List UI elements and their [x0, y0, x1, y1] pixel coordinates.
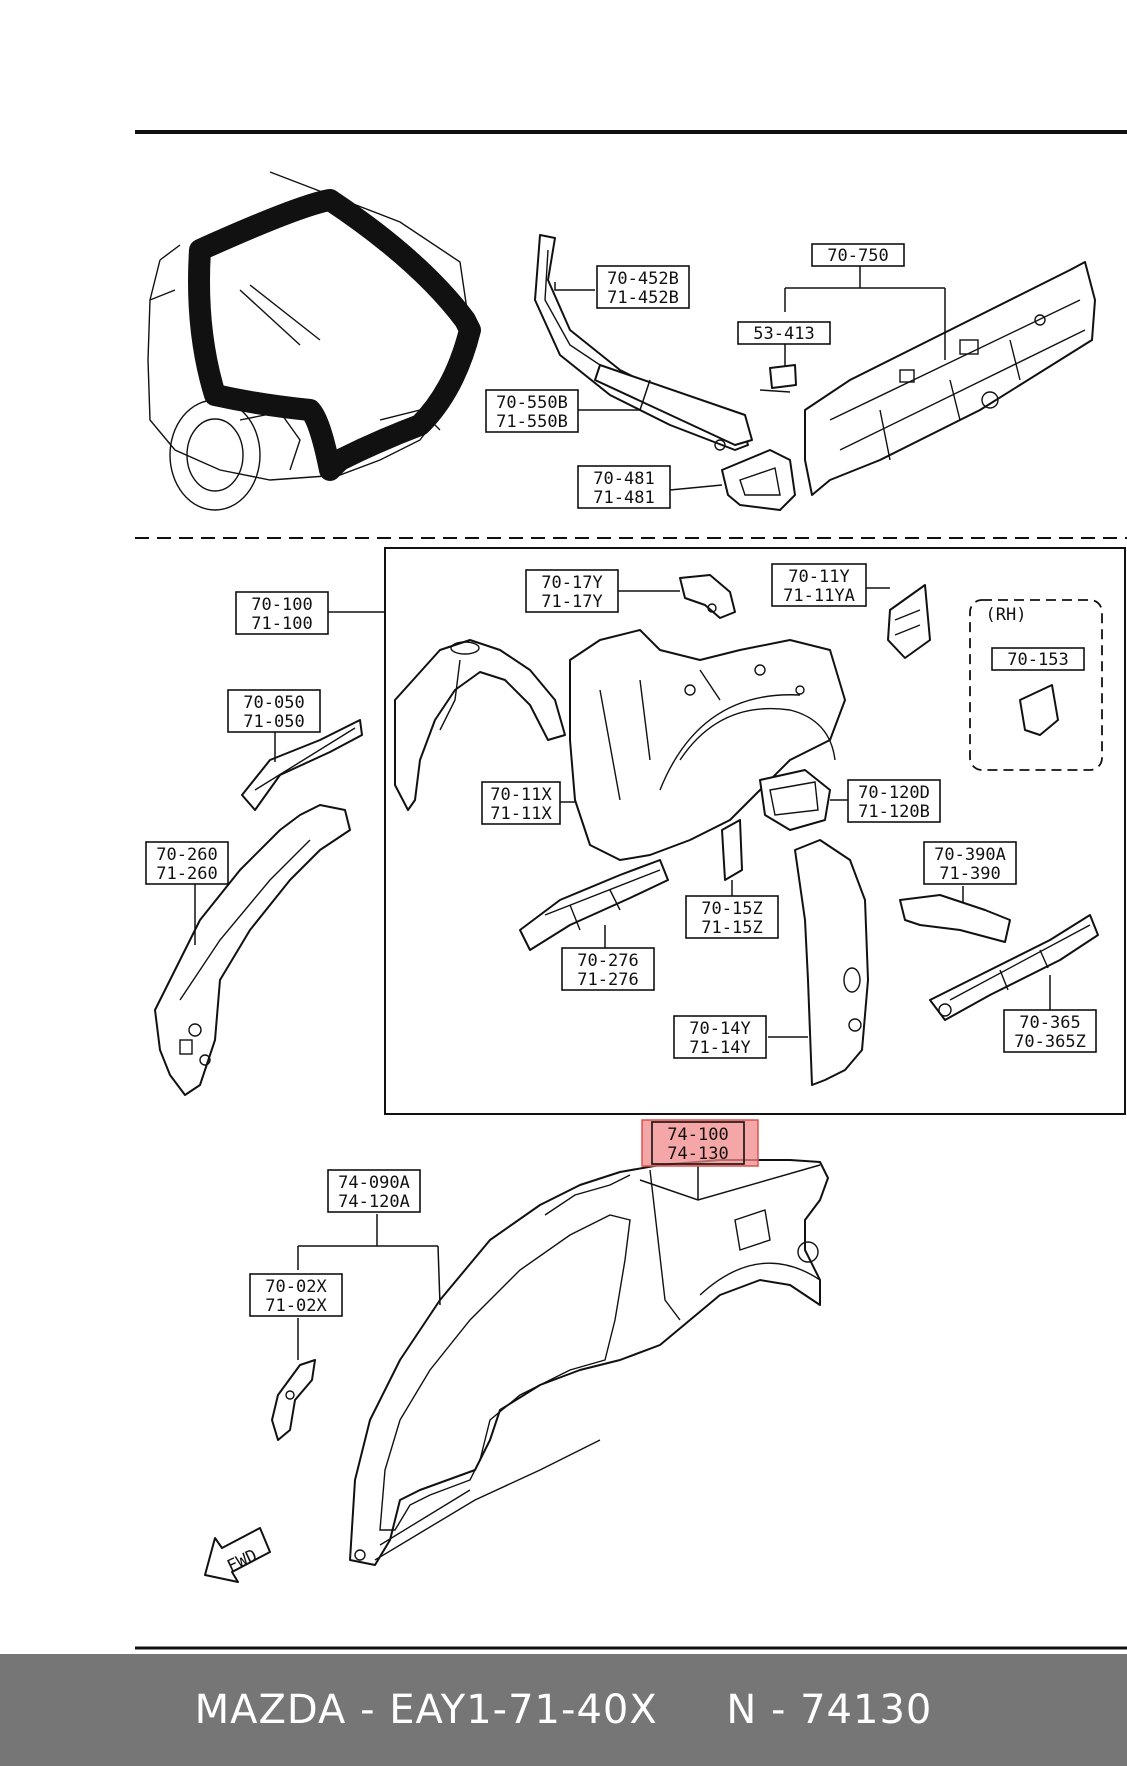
svg-text:71-15Z: 71-15Z — [701, 918, 762, 938]
part-bracket-481 — [721, 449, 796, 511]
label-70-260: 70-260 71-260 — [145, 841, 229, 885]
label-53-413: 53-413 — [737, 321, 831, 345]
label-70-02X: 70-02X 71-02X — [249, 1273, 343, 1317]
svg-text:71-11X: 71-11X — [490, 804, 552, 824]
svg-text:70-365: 70-365 — [1019, 1013, 1080, 1033]
label-70-14Y: 70-14Y 71-14Y — [673, 1015, 767, 1059]
svg-text:70-365Z: 70-365Z — [1014, 1032, 1086, 1052]
leader-750 — [784, 264, 946, 360]
part-small-17Y — [679, 574, 736, 619]
leader-481 — [669, 484, 723, 491]
svg-text:70-02X: 70-02X — [265, 1277, 327, 1297]
svg-text:71-14Y: 71-14Y — [689, 1038, 750, 1058]
svg-text:70-452B: 70-452B — [607, 269, 679, 289]
svg-text:74-100: 74-100 — [667, 1125, 728, 1145]
footer-part-number: MAZDA - EAY1-71-40X N - 74130 — [194, 1687, 933, 1733]
fwd-arrow-icon: FWD — [204, 1527, 271, 1583]
part-153 — [1019, 684, 1059, 736]
label-70-100: 70-100 71-100 — [235, 591, 329, 635]
svg-text:74-120A: 74-120A — [338, 1192, 410, 1212]
part-rail-276 — [519, 859, 669, 951]
label-70-11Y: 70-11Y 71-11YA — [771, 563, 867, 607]
leader-452B — [554, 282, 595, 291]
label-70-120D: 70-120D 71-120B — [847, 779, 941, 823]
svg-text:70-050: 70-050 — [243, 693, 304, 713]
svg-text:71-390: 71-390 — [939, 864, 1000, 884]
part-rail-050 — [241, 719, 363, 811]
part-inner-quarter-11X — [569, 629, 846, 861]
svg-text:71-11YA: 71-11YA — [783, 586, 855, 606]
svg-text:70-17Y: 70-17Y — [541, 573, 602, 593]
svg-text:71-050: 71-050 — [243, 712, 304, 732]
rh-label: (RH) — [986, 605, 1027, 625]
svg-text:70-11X: 70-11X — [490, 785, 552, 805]
svg-text:70-120D: 70-120D — [858, 783, 930, 803]
svg-text:70-481: 70-481 — [593, 469, 654, 489]
svg-text:70-260: 70-260 — [156, 845, 217, 865]
label-70-276: 70-276 71-276 — [561, 947, 655, 991]
label-70-17Y: 70-17Y 71-17Y — [525, 569, 619, 613]
part-body-side-outer — [349, 1159, 829, 1566]
svg-text:71-100: 71-100 — [251, 614, 312, 634]
svg-text:70-390A: 70-390A — [934, 845, 1006, 865]
part-clip-413 — [759, 364, 797, 393]
leader-090A — [297, 1214, 441, 1306]
part-small-11Y — [887, 584, 931, 659]
svg-text:70-276: 70-276 — [577, 951, 638, 971]
svg-text:71-17Y: 71-17Y — [541, 592, 602, 612]
label-74-090A: 74-090A 74-120A — [327, 1169, 421, 1213]
label-70-365: 70-365 70-365Z — [1003, 1009, 1097, 1053]
label-70-750: 70-750 — [811, 243, 905, 267]
label-74-100: 74-100 74-130 — [651, 1121, 745, 1165]
part-small-02X — [271, 1359, 316, 1441]
inner-panel-frame — [384, 547, 1126, 1115]
part-pillar-260 — [154, 804, 351, 1096]
part-rear-panel-750 — [804, 261, 1096, 496]
label-70-153: 70-153 — [991, 647, 1085, 671]
svg-text:70-11Y: 70-11Y — [788, 567, 849, 587]
footer-bar: MAZDA - EAY1-71-40X N - 74130 — [0, 1654, 1127, 1766]
leader-550B — [578, 379, 651, 411]
svg-text:71-260: 71-260 — [156, 864, 217, 884]
part-box-120D — [759, 769, 831, 831]
label-70-452B: 70-452B 71-452B — [596, 265, 690, 309]
svg-text:53-413: 53-413 — [753, 324, 814, 344]
svg-text:70-750: 70-750 — [827, 246, 888, 266]
svg-text:71-481: 71-481 — [593, 488, 654, 508]
svg-text:70-15Z: 70-15Z — [701, 899, 762, 919]
svg-text:71-120B: 71-120B — [858, 802, 930, 822]
label-70-11X: 70-11X 71-11X — [481, 781, 561, 825]
part-pillar-14Y — [794, 839, 869, 1086]
part-wheel-housing-100 — [394, 639, 566, 811]
rh-dashed-frame — [969, 599, 1103, 771]
svg-text:71-452B: 71-452B — [607, 288, 679, 308]
svg-text:70-550B: 70-550B — [496, 393, 568, 413]
part-strip-15Z — [721, 819, 743, 881]
svg-text:71-276: 71-276 — [577, 970, 638, 990]
svg-text:74-130: 74-130 — [667, 1144, 728, 1164]
part-390A — [899, 894, 1011, 943]
label-70-390A: 70-390A 71-390 — [923, 841, 1017, 885]
svg-text:74-090A: 74-090A — [338, 1173, 410, 1193]
car-rear-illustration — [147, 171, 481, 511]
svg-text:71-550B: 71-550B — [496, 412, 568, 432]
svg-text:71-02X: 71-02X — [265, 1296, 327, 1316]
part-rail-365 — [929, 914, 1099, 1021]
highlight-target-part — [641, 1119, 759, 1167]
label-70-050: 70-050 71-050 — [227, 689, 321, 733]
label-70-550B: 70-550B 71-550B — [485, 389, 579, 433]
leader-74-100 — [639, 1164, 821, 1201]
parts-diagram: FWD 70-452B 71-452B 70-750 53-413 70-550… — [135, 130, 1127, 1650]
svg-text:70-100: 70-100 — [251, 595, 312, 615]
label-70-481: 70-481 71-481 — [577, 465, 671, 509]
svg-text:70-14Y: 70-14Y — [689, 1019, 750, 1039]
label-70-15Z: 70-15Z 71-15Z — [685, 895, 779, 939]
svg-text:70-153: 70-153 — [1007, 650, 1068, 670]
